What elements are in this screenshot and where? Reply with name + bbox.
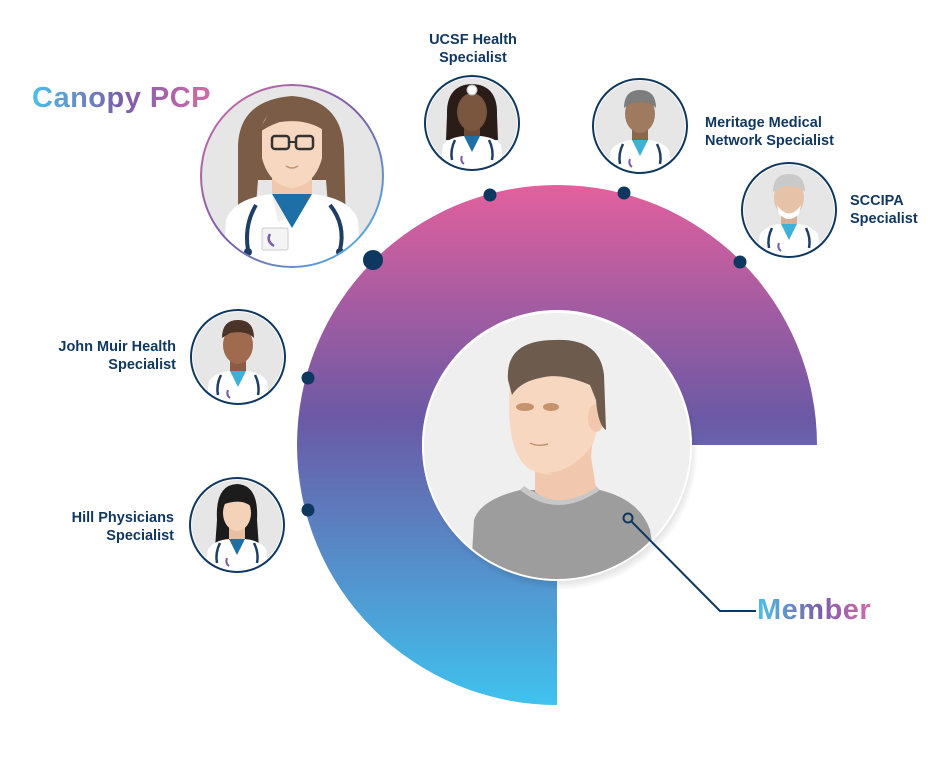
member-callout-line [622, 512, 756, 612]
pcp-connector-dot [363, 250, 383, 270]
sccipa-connector-dot [733, 255, 747, 269]
member-title: Member [757, 594, 872, 626]
sccipa-specialist-avatar [741, 162, 837, 258]
canopy-pcp-title: Canopy PCP [32, 82, 212, 114]
ring-connectors [301, 186, 747, 517]
care-ring [297, 185, 817, 705]
member-avatar [422, 311, 698, 590]
ucsf-connector-dot [483, 188, 497, 202]
ucsf-specialist-avatar [424, 75, 520, 171]
john-muir-connector-dot [301, 371, 315, 385]
hill-connector-dot [301, 503, 315, 517]
canopy-pcp-avatar [200, 84, 384, 268]
hill-specialist-avatar [189, 477, 285, 573]
meritage-specialist-avatar [592, 78, 688, 174]
john-muir-specialist-avatar [190, 309, 286, 405]
meritage-connector-dot [617, 186, 631, 200]
